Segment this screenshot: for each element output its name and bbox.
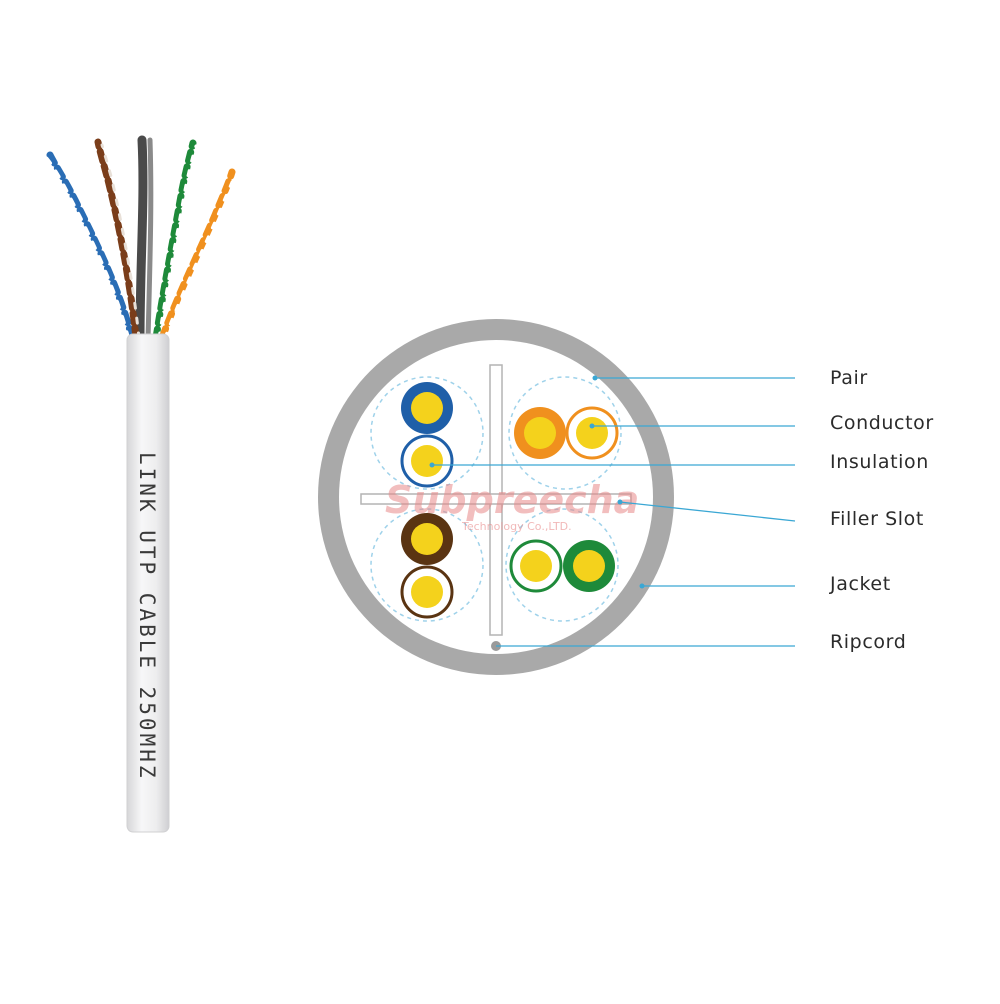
leader-jacket-dot xyxy=(639,583,645,589)
conductor-blue xyxy=(411,392,443,424)
leader-lines xyxy=(429,375,796,647)
pair-boundary-orange xyxy=(508,376,622,490)
wire-green xyxy=(152,139,197,342)
label-ripcord: Ripcord xyxy=(830,631,906,653)
wire-orange xyxy=(158,168,236,342)
conductor-green-white xyxy=(520,550,552,582)
conductor-green xyxy=(573,550,605,582)
leader-filler-slot xyxy=(619,501,796,522)
pair-blue xyxy=(400,382,454,488)
wire-blue xyxy=(46,151,136,342)
filler-center xyxy=(491,495,501,503)
wire-brown-white xyxy=(100,143,141,340)
leader-insulation-dot xyxy=(429,462,435,468)
conductor-orange xyxy=(524,417,556,449)
watermark-sub: Technology Co.,LTD. xyxy=(461,520,572,533)
pair-orange xyxy=(514,406,619,460)
label-filler-slot: Filler Slot xyxy=(830,508,924,530)
cable-illustration: LINK UTP CABLE 250MHZ xyxy=(44,135,237,833)
conductor-orange-white xyxy=(576,417,608,449)
label-pair: Pair xyxy=(830,367,868,389)
wire-gray xyxy=(135,135,148,345)
conductor-brown xyxy=(411,523,443,555)
watermark: Subpreecha Technology Co.,LTD. xyxy=(385,478,639,533)
wire-orange-white xyxy=(163,173,237,340)
filler-cross xyxy=(360,364,632,636)
wire-green-white xyxy=(157,144,198,340)
cable-sheath xyxy=(126,333,170,833)
wire-brown xyxy=(94,138,140,342)
conductor-brown-white xyxy=(411,576,443,608)
label-insulation: Insulation xyxy=(830,451,929,473)
twisted-wires xyxy=(44,135,237,345)
callout-labels: Pair Conductor Insulation Filler Slot Ja… xyxy=(829,367,934,653)
conductor-blue-white xyxy=(411,445,443,477)
pair-boundary-brown xyxy=(370,508,484,622)
pair-boundary-green xyxy=(505,508,619,622)
cross-section: Subpreecha Technology Co.,LTD. xyxy=(318,319,674,675)
label-conductor: Conductor xyxy=(830,412,934,434)
leader-conductor-dot xyxy=(589,423,595,429)
pair-boundary-blue xyxy=(370,376,484,490)
wire-gray-light xyxy=(145,137,154,343)
wire-blue-white xyxy=(44,156,130,340)
label-jacket: Jacket xyxy=(829,573,891,595)
cable-print-text: LINK UTP CABLE 250MHZ xyxy=(135,452,159,781)
leader-pair-dot xyxy=(592,375,598,381)
pair-green xyxy=(509,539,615,593)
pair-brown xyxy=(400,513,454,619)
leader-filler-slot-dot xyxy=(617,499,623,505)
